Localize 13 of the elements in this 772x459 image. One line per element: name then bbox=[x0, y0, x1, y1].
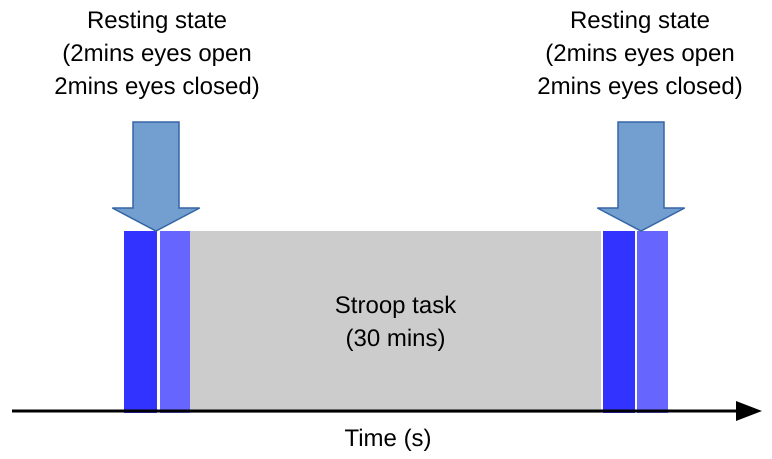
heading-text: Resting state bbox=[86, 6, 228, 36]
label-text: (2mins eyes open 2mins eyes closed) bbox=[53, 39, 261, 102]
time-block bbox=[603, 231, 635, 413]
label-text: (2mins eyes open 2mins eyes closed) bbox=[536, 39, 744, 102]
time-block bbox=[160, 231, 190, 413]
time-block bbox=[124, 231, 157, 413]
heading-text: Resting state bbox=[568, 6, 712, 36]
task-block bbox=[190, 231, 601, 413]
axis-label: Time (s) bbox=[343, 424, 433, 454]
block-arrow bbox=[596, 121, 686, 232]
task-label: Stroop task (30 mins) bbox=[334, 291, 458, 354]
time-block bbox=[637, 231, 668, 413]
block-arrow bbox=[112, 121, 200, 232]
